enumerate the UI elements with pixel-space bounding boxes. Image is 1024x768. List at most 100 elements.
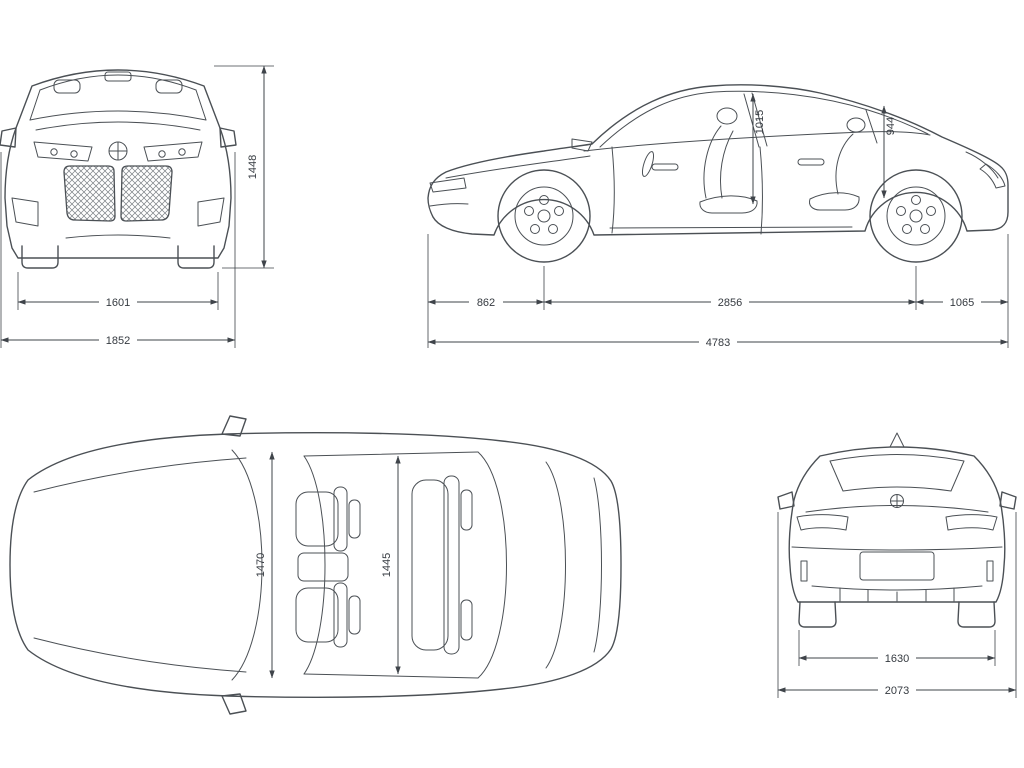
taillight-right [945, 514, 998, 531]
front-wheel [497, 169, 591, 263]
dim-label-front-interior-width: 1470 [255, 553, 267, 577]
front-seat-driver [295, 486, 361, 552]
top-view-car [9, 415, 622, 715]
dim-rear-overall-width: 2073 [777, 512, 1017, 698]
mirror-left [777, 491, 795, 510]
dim-top-front-interior-width: 1470 [255, 451, 275, 679]
dim-label-front-overhang: 862 [477, 297, 495, 309]
dim-label-wheelbase: 2856 [718, 297, 742, 309]
window-top-line [599, 90, 929, 148]
mirror-bottom [221, 693, 247, 715]
front-door-seam [611, 146, 615, 234]
a-pillar-right [195, 89, 207, 121]
dim-front-track-width: 1601 [17, 272, 219, 310]
headrest-right [155, 79, 183, 94]
trunk-lid-line [805, 505, 989, 513]
front-wheel-spokes [524, 195, 564, 234]
dim-label-front-overall-width: 1852 [106, 335, 130, 347]
dim-label-rear-headroom: 944 [885, 117, 897, 135]
beltline [583, 131, 931, 152]
front-wheel-right [177, 245, 215, 269]
dim-label-rear-interior-width: 1445 [381, 553, 393, 577]
dim-side-lower: 862 2856 1065 4783 [427, 234, 1009, 349]
dim-label-rear-overall-width: 2073 [885, 685, 909, 697]
dim-label-rear-overhang: 1065 [950, 297, 974, 309]
dim-top-rear-interior-width: 1445 [381, 455, 401, 675]
rear-seat [809, 117, 866, 211]
reflector-right [986, 560, 994, 582]
side-view-car [427, 84, 1009, 263]
antenna-fin-icon [889, 432, 905, 448]
front-view: 1448 1601 1852 [0, 65, 274, 348]
mirror-top [221, 415, 247, 437]
dim-rear-track-width: 1630 [798, 630, 996, 666]
dim-label-front-track: 1601 [106, 297, 130, 309]
trunk-seam [965, 151, 999, 179]
front-view-car [0, 69, 237, 269]
diffuser [811, 585, 983, 602]
headrest-left [53, 79, 81, 94]
hood-crease-bottom [33, 637, 247, 673]
side-mirror-right [219, 127, 237, 148]
rear-view: 1630 2073 [777, 432, 1017, 698]
front-seat [699, 107, 758, 214]
headlight-left [33, 141, 93, 162]
dim-label-rear-track: 1630 [885, 653, 909, 665]
taillight-left [796, 514, 849, 531]
rear-bench [411, 475, 473, 655]
front-wheel-left [21, 245, 59, 269]
rear-window-front-arc [477, 451, 507, 679]
steering-wheel [641, 151, 655, 177]
dim-label-overall-length: 4783 [706, 337, 730, 349]
kidney-grille-right [120, 165, 173, 222]
rear-door-handle [797, 158, 825, 166]
lower-bumper-line [65, 234, 171, 239]
dim-front-overall-width: 1852 [0, 152, 236, 348]
side-mirror-left [0, 127, 17, 148]
dim-label-front-height: 1448 [247, 155, 259, 179]
front-body-outline [4, 69, 232, 259]
windshield-top-arc [303, 455, 326, 675]
trunk-arc [593, 477, 602, 653]
quarter-window-divider [865, 109, 878, 144]
bumper-crease [791, 546, 1003, 551]
rearview-mirror [104, 71, 132, 82]
top-body-outline [9, 431, 622, 699]
hood-line [35, 121, 201, 131]
a-pillar-left [29, 89, 41, 121]
rear-window-base-arc [545, 461, 566, 669]
side-taillight [979, 163, 1006, 189]
rear-wheel-spokes [896, 195, 936, 234]
headlight-right [143, 141, 203, 162]
mirror-right [999, 491, 1017, 510]
windshield-base-arc [231, 449, 263, 681]
dim-side-rear-headroom: 944 [881, 105, 897, 199]
dim-label-front-headroom: 1015 [754, 110, 766, 134]
rear-wheel-right [957, 601, 996, 628]
side-mirror [571, 138, 593, 152]
dim-front-height: 1448 [214, 65, 274, 269]
front-seat-passenger [295, 582, 361, 648]
side-view: 1015 944 862 2856 1065 4783 [427, 84, 1009, 349]
hood-crease-top [33, 457, 247, 493]
side-body-outline [427, 84, 1009, 236]
roof-edge-top [303, 451, 479, 457]
dim-side-front-headroom: 1015 [750, 93, 766, 205]
kidney-grille-left [63, 165, 116, 222]
center-console [297, 552, 349, 582]
front-bumper-line [429, 203, 469, 207]
bmw-roundel-icon [108, 141, 128, 161]
air-intake-right [197, 197, 225, 227]
rear-door-seam [759, 146, 763, 235]
cowl-line [29, 110, 207, 121]
rocker-line [609, 226, 853, 229]
rear-view-car [777, 432, 1017, 628]
rear-body-outline [788, 446, 1006, 603]
rear-wheel-left [798, 601, 837, 628]
air-intake-left [11, 197, 39, 227]
top-view: 1470 1445 [9, 415, 622, 715]
rear-wheel [869, 169, 963, 263]
license-plate-recess [859, 551, 935, 581]
